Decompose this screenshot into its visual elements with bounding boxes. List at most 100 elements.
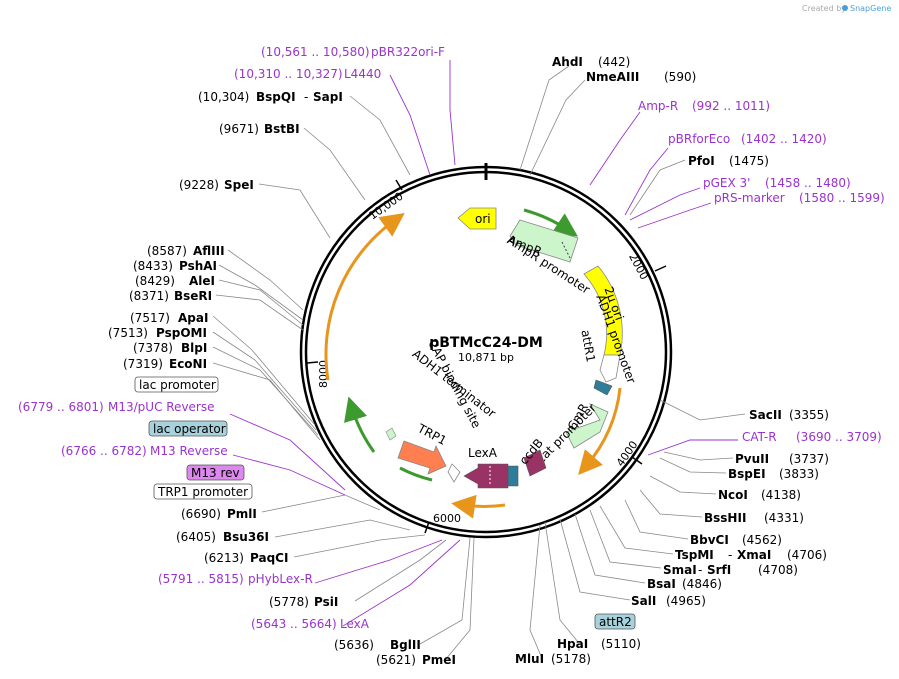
primer-pbrforeco-range: (1402 .. 1420) <box>741 132 827 146</box>
site-bseri-name: BseRI <box>174 289 212 303</box>
site-alei-name: AleI <box>189 274 215 288</box>
site-ahdi-name: AhdI <box>552 55 583 69</box>
site-bseri-pos: (8371) <box>129 289 169 303</box>
tick-2000: 2000 <box>626 251 651 282</box>
site-pmei-name: PmeI <box>422 653 456 667</box>
lexa-label: LexA <box>468 446 498 460</box>
site-nmeaiii-pos: (590) <box>664 70 696 84</box>
site-ncoi-name: NcoI <box>718 488 748 502</box>
site-paqci-name: PaqCI <box>250 551 288 565</box>
site-pfoi-pos: (1475) <box>729 154 769 168</box>
site-pfoi-name: PfoI <box>688 154 715 168</box>
feature-lexa: LexA <box>463 446 509 489</box>
plasmid-name: pBTMcC24-DM <box>429 335 543 351</box>
site-paqci-pos: (6213) <box>204 551 244 565</box>
feature-ccdb: ccdB <box>517 436 547 477</box>
site-bspqi-name: BspQI <box>256 90 296 104</box>
primer-phyblex-range: (5791 .. 5815) <box>158 572 244 586</box>
site-sali-name: SalI <box>631 594 656 608</box>
site-spei-name: SpeI <box>224 178 254 192</box>
site-alei-pos: (8429) <box>135 274 175 288</box>
site-ahdi-pos: (442) <box>598 55 630 69</box>
primer-l4440-name: L4440 <box>344 67 381 81</box>
primer-ampr-name: Amp-R <box>638 99 678 113</box>
attr1-label: attR1 <box>578 329 597 364</box>
site-bspei-pos: (3833) <box>779 467 819 481</box>
site-pspomi-name: PspOMI <box>156 326 207 340</box>
site-pshai-pos: (8433) <box>133 259 173 273</box>
feature-attr2 <box>507 465 519 487</box>
m13-rev-box-label: M13 rev <box>191 466 240 480</box>
site-sapi-name: SapI <box>313 90 343 104</box>
svg-text:-: - <box>698 563 702 577</box>
svg-text:-: - <box>728 548 732 562</box>
site-bglii-pos: (5636) <box>334 638 374 652</box>
orf-arcs <box>324 208 622 519</box>
plasmid-length: 10,871 bp <box>458 351 514 364</box>
lac-operator-box <box>148 420 228 437</box>
feature-ampr: AmpR AmpR promoter <box>505 219 592 297</box>
site-pmli-pos: (6690) <box>181 507 221 521</box>
primer-catr-range: (3690 .. 3709) <box>796 430 882 444</box>
feature-attr1: attR1 <box>578 329 613 396</box>
site-psii-pos: (5778) <box>269 595 309 609</box>
site-pspomi-pos: (7513) <box>108 326 148 340</box>
primer-catr-name: CAT-R <box>742 430 777 444</box>
site-hpai-pos: (5110) <box>601 637 641 651</box>
site-pmei-pos: (5621) <box>376 653 416 667</box>
site-pvuii-pos: (3737) <box>789 452 829 466</box>
trp1-promoter-box <box>153 483 253 500</box>
primer-m13puc-name: M13/pUC Reverse <box>108 400 215 414</box>
site-blpi-name: BlpI <box>181 341 207 355</box>
tick-4000: 4000 <box>614 439 641 469</box>
site-pvuii-name: PvuII <box>735 452 769 466</box>
site-sali-pos: (4965) <box>666 594 706 608</box>
site-sacii-pos: (3355) <box>789 408 829 422</box>
site-blpi-pos: (7378) <box>133 341 173 355</box>
site-nmeaiii-name: NmeAIII <box>586 70 639 84</box>
primer-lexa-range: (5643 .. 5664) <box>251 617 337 631</box>
attr2-box-label: attR2 <box>599 615 632 629</box>
site-ncoi-pos: (4138) <box>761 488 801 502</box>
feature-ori: ori <box>457 207 497 230</box>
site-bsu36i-pos: (6405) <box>176 530 216 544</box>
site-tspmi-pos: (4706) <box>787 548 827 562</box>
primer-lexa-name: LexA <box>340 617 370 631</box>
site-hpai-name: HpaI <box>557 637 588 651</box>
primer-pbrforeco-name: pBRforEco <box>668 132 730 146</box>
site-apai-name: ApaI <box>178 311 208 325</box>
site-bspqi-pos: (10,304) <box>198 90 249 104</box>
snapgene-logo-icon <box>842 5 848 11</box>
primer-pgex3-range: (1458 .. 1480) <box>765 176 851 190</box>
site-econi-pos: (7319) <box>123 357 163 371</box>
primer-m13rev-range: (6766 .. 6782) <box>61 444 147 458</box>
site-bsai-pos: (4846) <box>682 577 722 591</box>
site-xmai-name: XmaI <box>737 548 771 562</box>
primer-pgex3-name: pGEX 3' <box>703 176 750 190</box>
site-smai-pos: (4708) <box>758 563 798 577</box>
site-afliii-pos: (8587) <box>147 244 187 258</box>
primer-phyblex-name: pHybLex-R <box>248 572 313 586</box>
primer-ampr-range: (992 .. 1011) <box>692 99 770 113</box>
lac-promoter-box <box>134 376 219 393</box>
svg-text:-: - <box>304 90 308 104</box>
lac-operator-box-label: lac operator <box>153 422 226 436</box>
tick-6000: 6000 <box>433 512 461 525</box>
primer-prs-range: (1580 .. 1599) <box>799 191 885 205</box>
site-econi-name: EcoNI <box>169 357 207 371</box>
site-afliii-name: AflIII <box>193 244 225 258</box>
site-bsshii-name: BssHII <box>704 511 746 525</box>
site-mlui-name: MluI <box>515 652 544 666</box>
site-bsu36i-name: Bsu36I <box>223 530 269 544</box>
site-mlui-pos: (5178) <box>551 652 591 666</box>
site-bspei-name: BspEI <box>728 467 766 481</box>
site-sacii-name: SacII <box>749 408 782 422</box>
primer-m13puc-range: (6779 .. 6801) <box>18 400 104 414</box>
backbone <box>299 163 673 539</box>
site-bstbi-name: BstBI <box>264 122 300 136</box>
site-bglii-name: BglII <box>390 638 421 652</box>
site-bbvci-pos: (4562) <box>742 533 782 547</box>
primer-pbr322-name: pBR322ori-F <box>371 45 445 59</box>
trp1-promoter-box-label: TRP1 promoter <box>157 485 248 499</box>
